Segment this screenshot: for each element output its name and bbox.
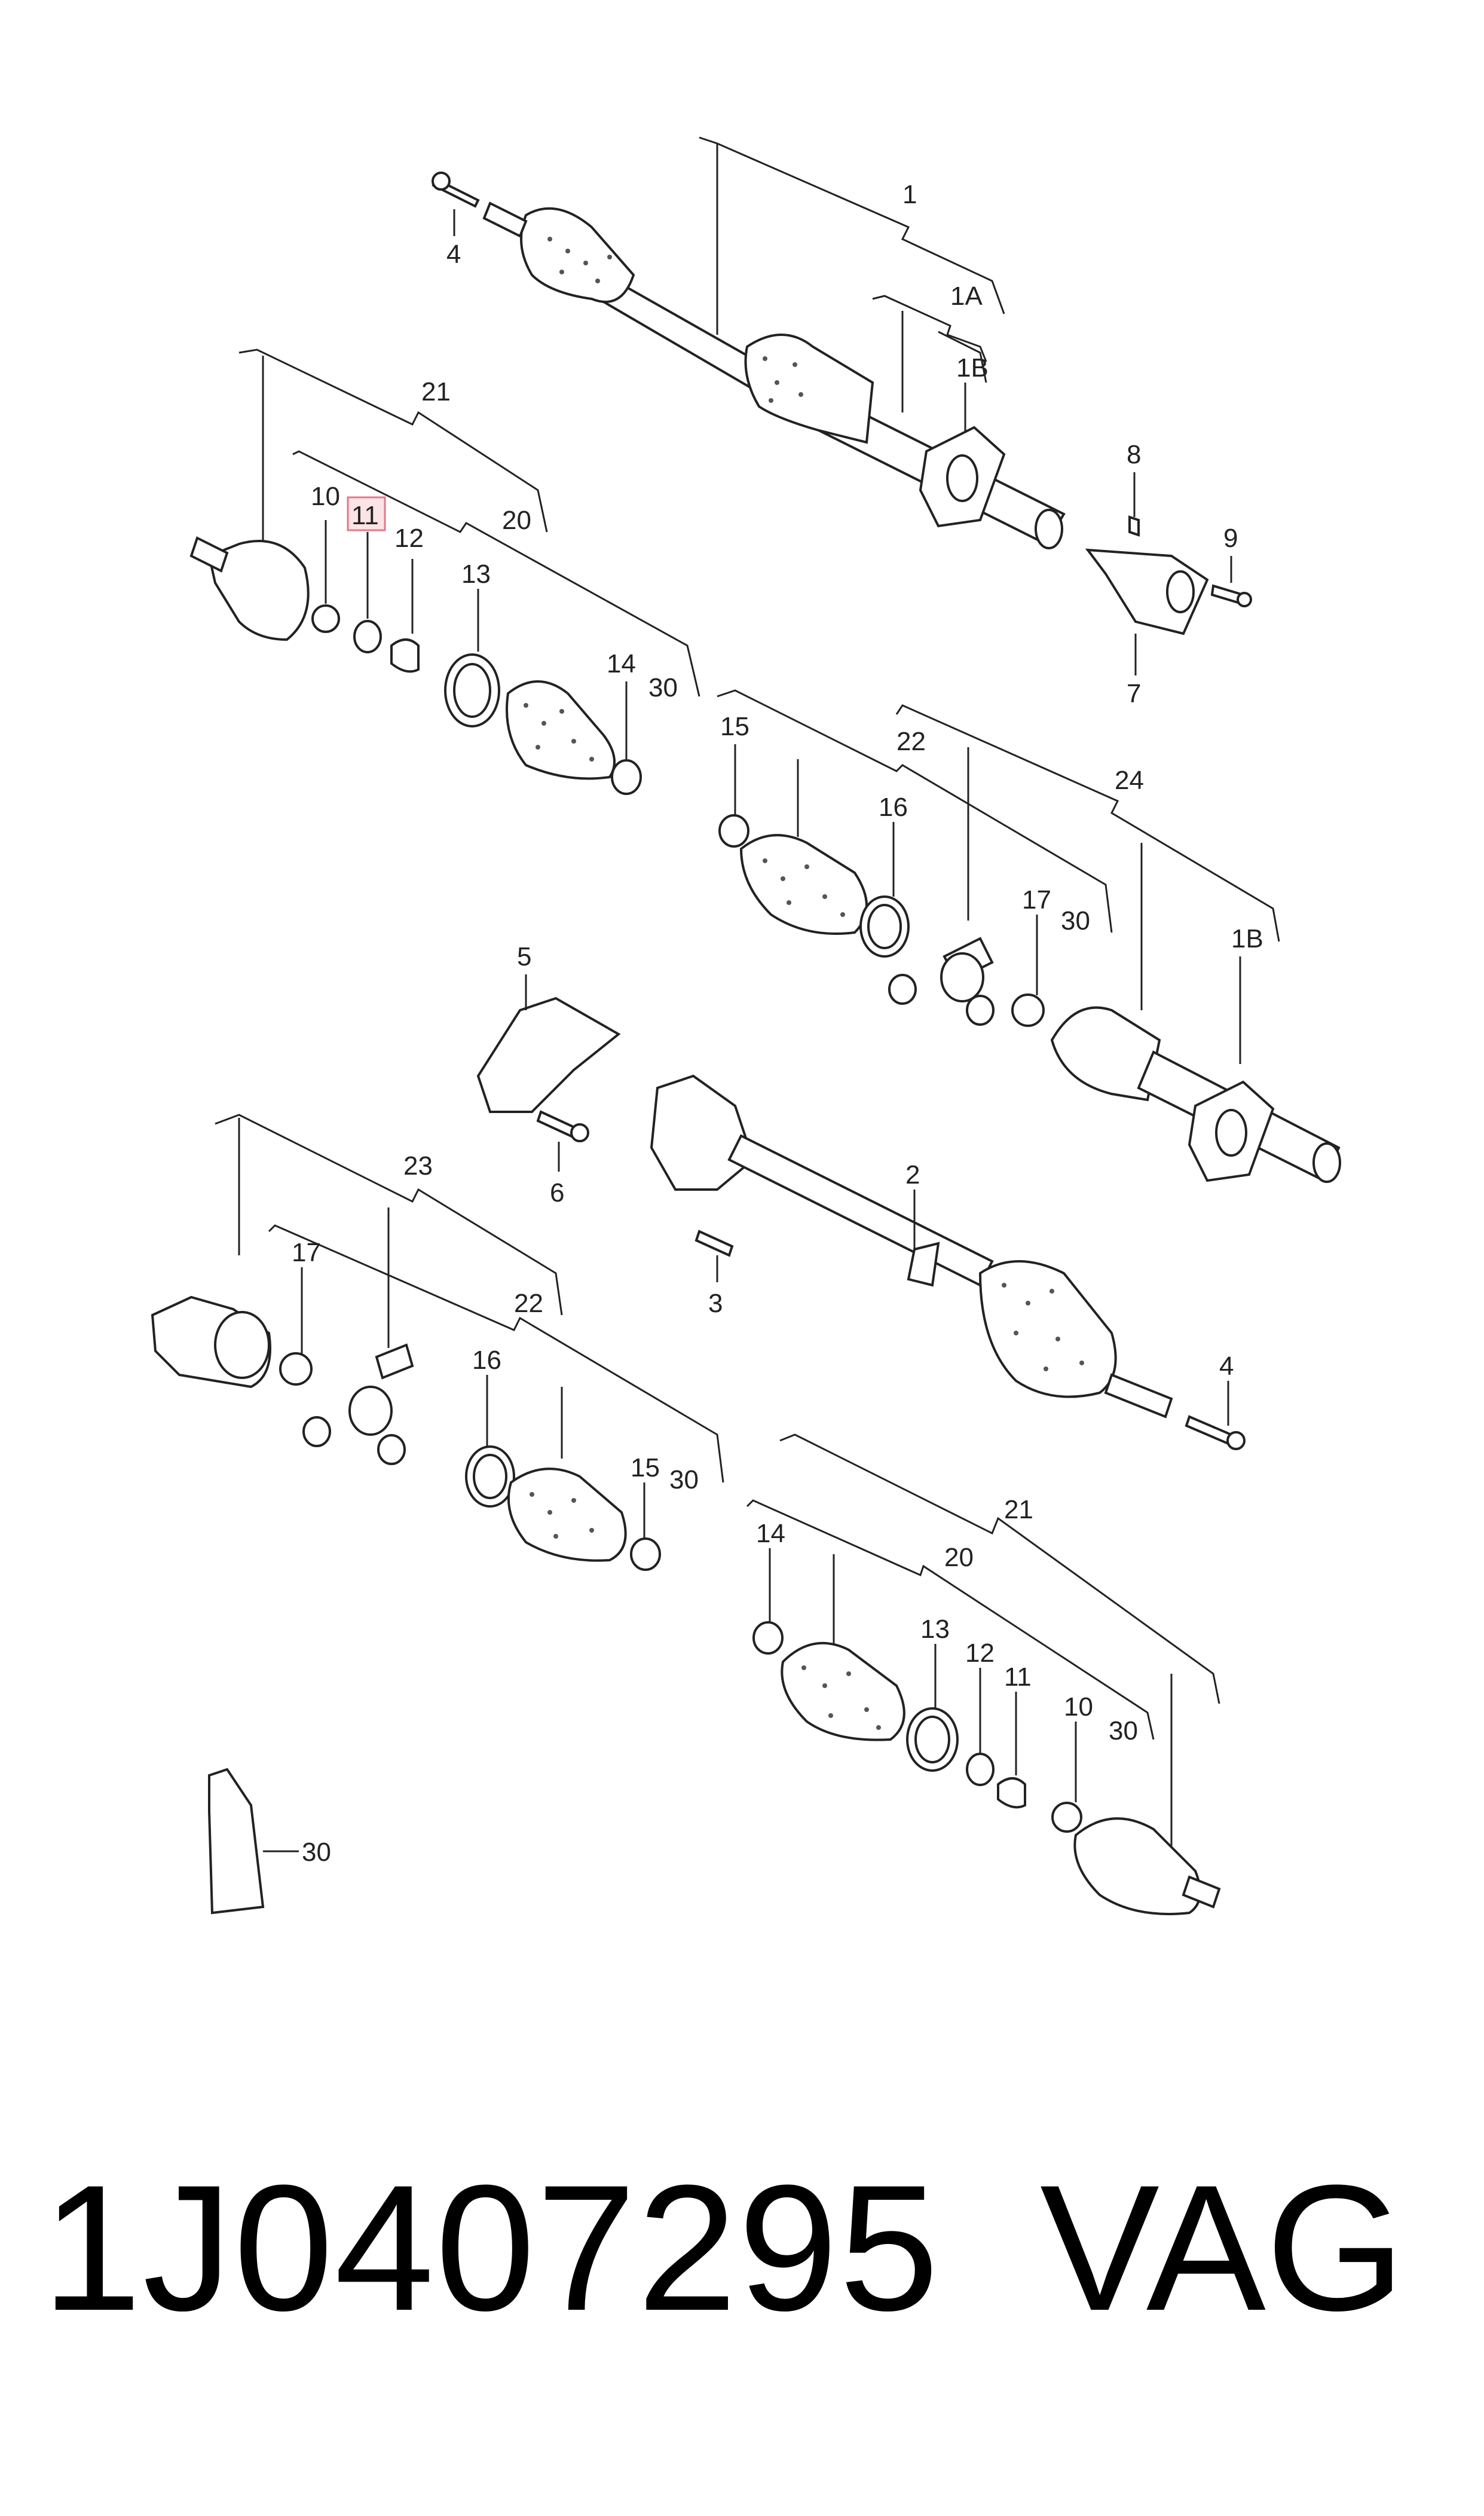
callout-6: 6 xyxy=(550,1178,564,1207)
part-number-caption: 1J0407295 xyxy=(42,2147,940,2348)
callout-22-upper: 22 xyxy=(896,727,926,756)
callout-7: 7 xyxy=(1127,679,1141,708)
callout-1: 1 xyxy=(902,180,917,209)
bolt-item-4-top xyxy=(432,172,480,236)
callout-20-lower: 20 xyxy=(944,1543,974,1572)
callout-12-upper: 12 xyxy=(394,524,424,553)
callout-30-lower-right: 30 xyxy=(1109,1716,1138,1745)
callout-24: 24 xyxy=(1115,766,1144,795)
callout-1b-top: 1B xyxy=(956,353,989,383)
callout-30-lower-left: 30 xyxy=(669,1465,699,1494)
callout-17-upper: 17 xyxy=(1022,885,1051,915)
callout-13-lower: 13 xyxy=(920,1615,950,1644)
callout-3: 3 xyxy=(708,1289,723,1318)
callout-14-lower: 14 xyxy=(756,1519,785,1548)
callout-9: 9 xyxy=(1223,524,1238,553)
inner-joint-kit-lower-left xyxy=(151,1114,724,1571)
highlight-item-11 xyxy=(347,496,386,531)
callout-15-upper: 15 xyxy=(720,712,749,741)
callout-5: 5 xyxy=(517,942,531,971)
callout-2: 2 xyxy=(905,1160,920,1190)
callout-11-upper: 11 xyxy=(351,501,379,530)
driveshaft-assembly-top xyxy=(482,136,1066,549)
callout-30-upper-right: 30 xyxy=(1061,906,1090,936)
callout-14-upper: 14 xyxy=(607,649,636,678)
callout-10-upper: 10 xyxy=(311,482,340,511)
callout-1b-right: 1B xyxy=(1231,924,1263,953)
callout-23: 23 xyxy=(403,1151,433,1181)
callout-1a: 1A xyxy=(950,282,983,311)
callout-11-lower: 11 xyxy=(1004,1662,1032,1692)
callout-16-lower: 16 xyxy=(472,1346,501,1375)
callout-22-lower: 22 xyxy=(514,1289,543,1318)
callout-21-lower: 21 xyxy=(1004,1495,1033,1524)
inner-joint-kit-upper-right xyxy=(717,689,1341,1183)
callout-30-upper-left: 30 xyxy=(648,673,678,702)
callout-4-middle: 4 xyxy=(1219,1352,1234,1381)
callout-17-lower: 17 xyxy=(292,1238,321,1267)
bolt-item-6 xyxy=(536,1110,589,1172)
driveshaft-assembly-middle xyxy=(650,1074,1173,1419)
outer-joint-kit-upper-left xyxy=(189,348,700,795)
bracket-item-7 xyxy=(1085,472,1252,675)
callout-4-top: 4 xyxy=(446,240,461,269)
callout-30-grease: 30 xyxy=(302,1838,331,1867)
brand-caption: VAG xyxy=(1040,2147,1406,2348)
callout-16-upper: 16 xyxy=(879,793,908,822)
callout-labels: 1 1A 1B 4 8 9 7 21 20 10 11 12 13 14 30 … xyxy=(292,180,1263,1867)
callout-10-lower: 10 xyxy=(1064,1692,1093,1722)
heat-shield-item-5 xyxy=(476,974,621,1113)
callout-13-upper: 13 xyxy=(461,560,491,589)
bolt-item-4-middle xyxy=(1185,1381,1246,1450)
callout-20-upper: 20 xyxy=(502,506,531,535)
grease-tube-item-30 xyxy=(208,1768,299,1915)
callout-15-lower: 15 xyxy=(631,1453,660,1482)
callout-8: 8 xyxy=(1127,440,1141,469)
callout-21-upper: 21 xyxy=(421,377,451,406)
bolt-item-3 xyxy=(694,1230,734,1282)
callout-12-lower: 12 xyxy=(965,1638,995,1668)
outer-joint-kit-lower-right xyxy=(746,1433,1221,1915)
